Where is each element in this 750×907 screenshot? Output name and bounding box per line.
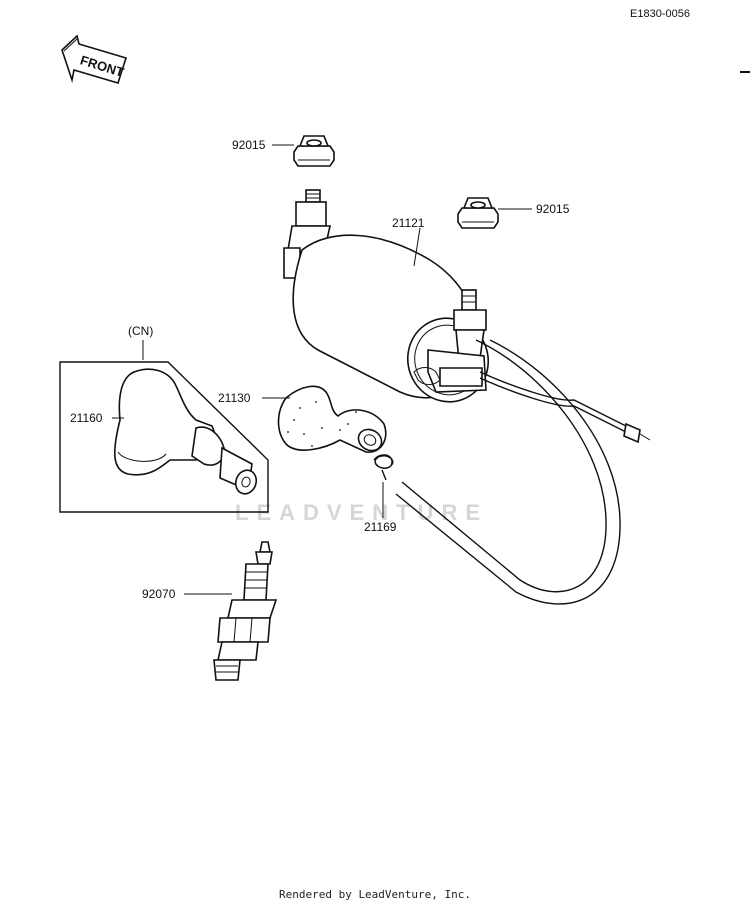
callout-spark-plug: 92070	[142, 587, 176, 601]
reference-code: E1830-0056	[630, 8, 690, 20]
edge-mark	[740, 71, 750, 73]
callout-group-cn: (CN)	[128, 324, 154, 338]
rubber-boot-icon	[277, 385, 387, 453]
footer-credit: Rendered by LeadVenture, Inc.	[278, 888, 472, 901]
callout-nut-right: 92015	[536, 202, 570, 216]
callout-ignition-coil: 21121	[392, 216, 425, 230]
callout-spring: 21169	[364, 520, 397, 534]
ignition-coil-icon	[283, 189, 651, 605]
spark-plug-icon	[213, 541, 278, 681]
callout-nut-left: 92015	[232, 138, 266, 152]
front-arrow-icon: FRONT	[61, 34, 128, 84]
callout-boot: 21130	[218, 391, 251, 405]
flange-nut-left-icon	[293, 135, 335, 167]
plug-cap-icon	[113, 368, 258, 495]
flange-nut-right-icon	[457, 197, 499, 229]
spring-icon	[373, 454, 394, 481]
callout-plug-cap: 21160	[70, 411, 103, 425]
cn-group-frame	[59, 361, 269, 513]
